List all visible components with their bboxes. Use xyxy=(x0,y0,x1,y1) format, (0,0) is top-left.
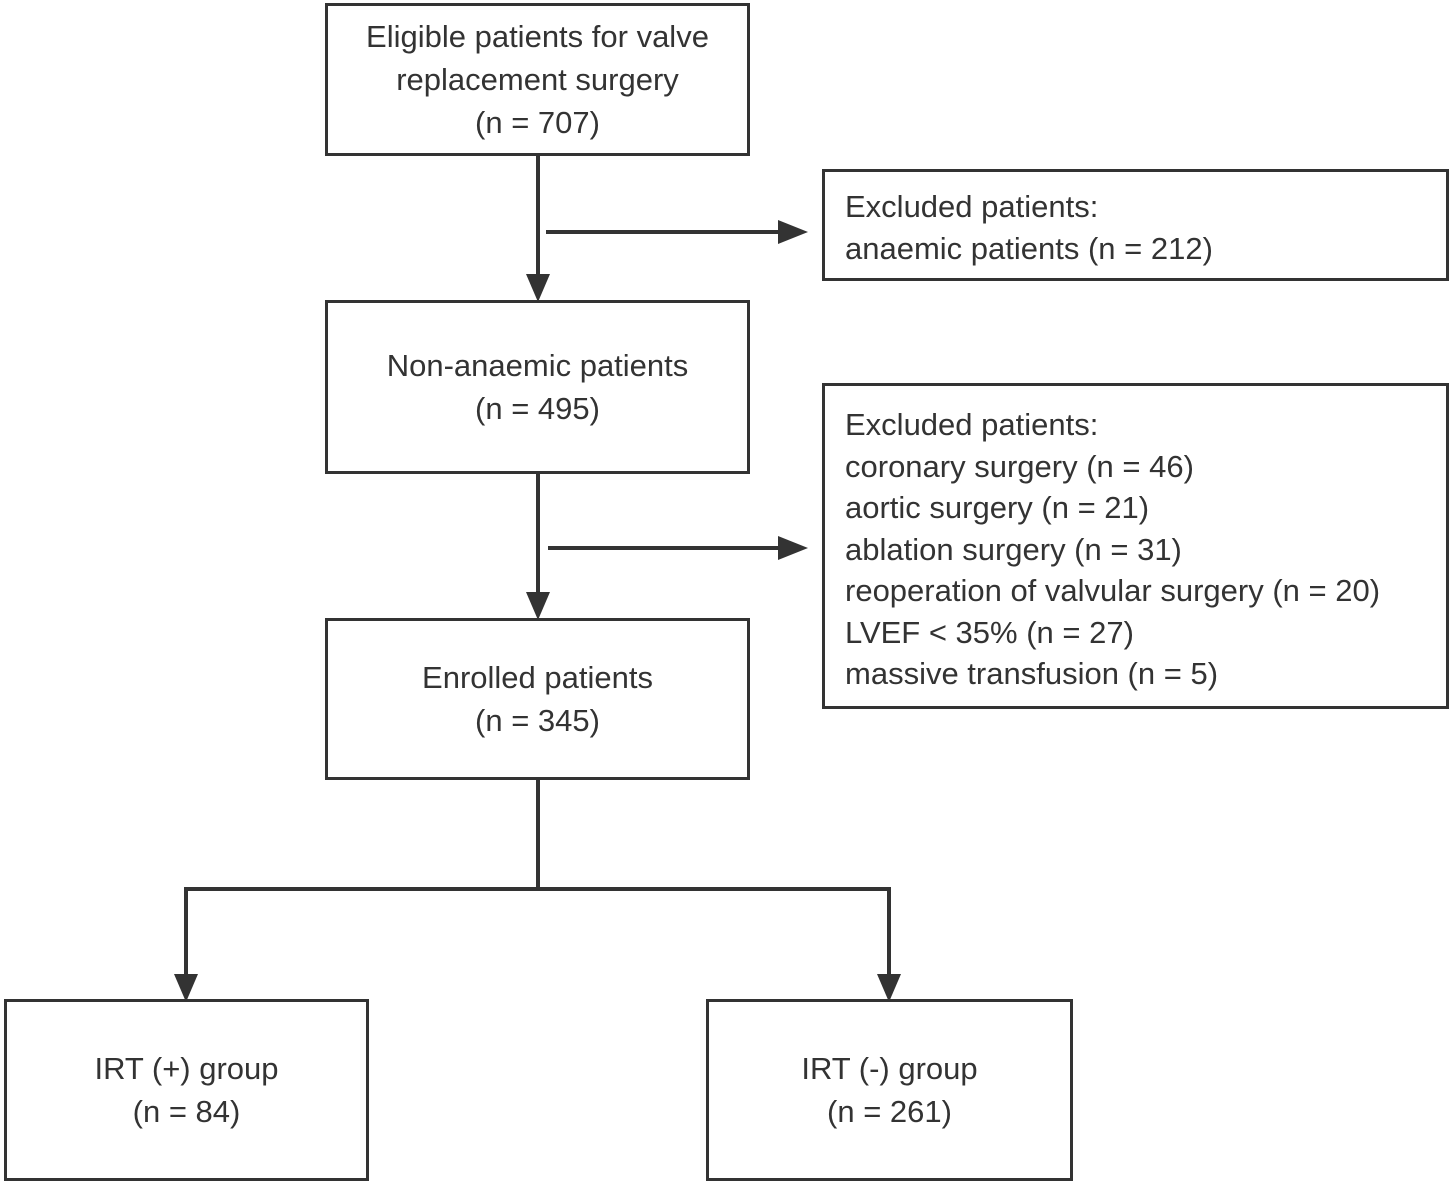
eligible-count: (n = 707) xyxy=(475,105,600,140)
non-anaemic-label: Non-anaemic patients xyxy=(386,348,689,383)
exclusion-2-item-coronary: coronary surgery (n = 46) xyxy=(845,448,1194,484)
eligible-line-1: Eligible patients for valve xyxy=(366,19,709,54)
irt-negative-label: IRT (-) group xyxy=(801,1051,978,1086)
exclusion-2-item-ablation: ablation surgery (n = 31) xyxy=(845,531,1182,567)
exclusion-1-item: anaemic patients (n = 212) xyxy=(845,230,1213,266)
exclusion-2-item-lvef: LVEF < 35% (n = 27) xyxy=(845,614,1134,650)
exclusion-2-heading: Excluded patients: xyxy=(845,407,1099,442)
arrowhead-down-icon xyxy=(526,274,550,302)
enrolled-count: (n = 345) xyxy=(475,703,600,738)
arrowhead-down-icon xyxy=(526,592,550,620)
non-anaemic-patients-box: Non-anaemic patients (n = 495) xyxy=(325,300,750,474)
enrolled-patients-box: Enrolled patients (n = 345) xyxy=(325,618,750,780)
arrowhead-right-icon xyxy=(778,536,808,560)
irt-negative-group-box: IRT (-) group (n = 261) xyxy=(706,999,1073,1181)
irt-negative-count: (n = 261) xyxy=(827,1094,952,1129)
eligible-line-2: replacement surgery xyxy=(396,62,679,97)
enrolled-label: Enrolled patients xyxy=(422,660,653,695)
irt-positive-group-box: IRT (+) group (n = 84) xyxy=(4,999,369,1181)
arrowhead-right-icon xyxy=(778,220,808,244)
exclusion-2-item-aortic: aortic surgery (n = 21) xyxy=(845,490,1150,525)
non-anaemic-count: (n = 495) xyxy=(475,391,600,426)
irt-positive-count: (n = 84) xyxy=(132,1094,241,1129)
eligible-patients-box: Eligible patients for valve replacement … xyxy=(325,3,750,156)
arrowhead-down-icon xyxy=(877,974,901,1002)
irt-positive-label: IRT (+) group xyxy=(94,1051,279,1086)
exclusion-1-heading: Excluded patients: xyxy=(845,189,1099,224)
exclusion-box-anaemic: Excluded patients: anaemic patients (n =… xyxy=(822,169,1449,281)
arrowhead-down-icon xyxy=(174,974,198,1002)
exclusion-2-item-transfusion: massive transfusion (n = 5) xyxy=(845,656,1219,691)
exclusion-box-surgical: Excluded patients: coronary surgery (n =… xyxy=(822,383,1449,709)
exclusion-2-item-reoperation: reoperation of valvular surgery (n = 20) xyxy=(845,573,1381,608)
